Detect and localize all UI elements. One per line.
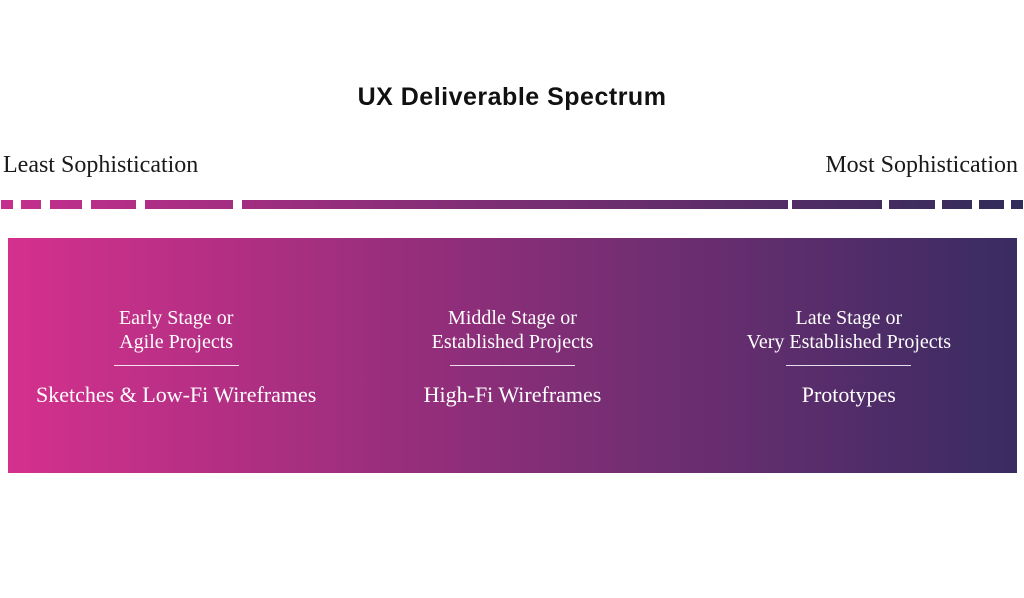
spectrum-panel: Early Stage or Agile Projects Sketches &… xyxy=(8,238,1017,473)
stage-heading: Middle Stage or Established Projects xyxy=(431,306,594,353)
stage-divider xyxy=(113,364,239,366)
deliverable-label: Prototypes xyxy=(801,381,896,407)
most-sophistication-label: Most Sophistication xyxy=(825,152,1018,178)
deliverable-label: High-Fi Wireframes xyxy=(423,381,602,407)
spectrum-column-late: Late Stage or Very Established Projects … xyxy=(681,238,1017,473)
stage-heading: Late Stage or Very Established Projects xyxy=(746,306,952,353)
sophistication-axis: Least Sophistication Most Sophistication xyxy=(0,152,1024,179)
stage-heading: Early Stage or Agile Projects xyxy=(118,306,234,353)
stage-divider xyxy=(449,364,575,366)
spectrum-gradient-line xyxy=(1,200,1023,209)
page-title: UX Deliverable Spectrum xyxy=(357,83,667,111)
spectrum-column-middle: Middle Stage or Established Projects Hig… xyxy=(344,238,680,473)
deliverable-label: Sketches & Low-Fi Wireframes xyxy=(35,381,317,407)
stage-divider xyxy=(786,364,912,366)
spectrum-column-early: Early Stage or Agile Projects Sketches &… xyxy=(8,238,344,473)
least-sophistication-label: Least Sophistication xyxy=(3,152,199,178)
